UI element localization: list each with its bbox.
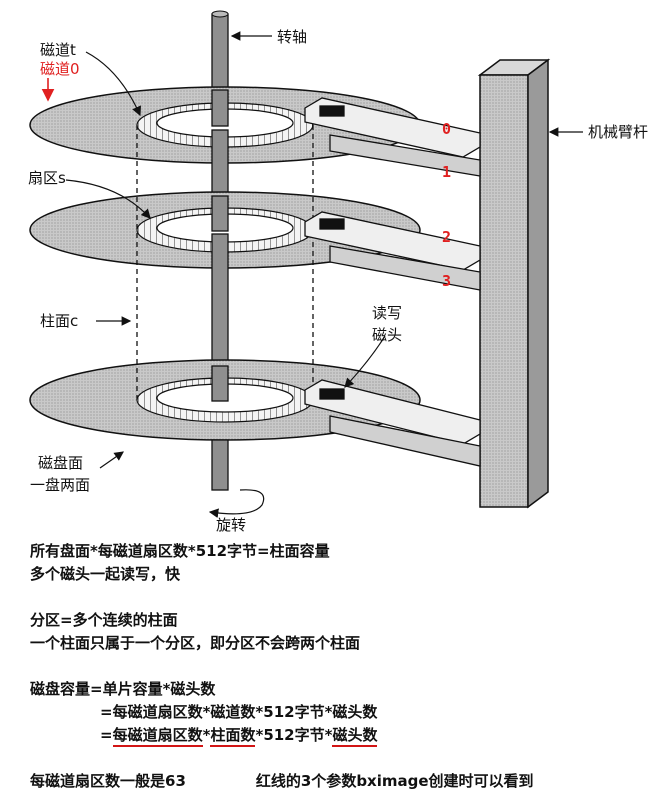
head-number-2: 2 — [442, 228, 451, 246]
head-number-1: 1 — [442, 163, 451, 181]
track-0-label: 磁道0 — [40, 60, 80, 78]
head-number-0: 0 — [442, 120, 451, 138]
note-line-2: 多个磁头一起读写，快 — [30, 565, 181, 583]
rw-head-label-line2: 磁头 — [372, 326, 402, 344]
arm-label: 机械臂杆 — [588, 123, 648, 141]
note-line-6: =每磁道扇区数*磁道数*512字节*磁头数 — [100, 703, 378, 721]
note-line-1: 所有盘面*每磁道扇区数*512字节=柱面容量 — [30, 542, 330, 560]
platter-label-line1: 磁盘面 — [38, 454, 83, 472]
track-t-label: 磁道t — [40, 41, 76, 59]
notes-block: 所有盘面*每磁道扇区数*512字节=柱面容量 多个磁头一起读写，快 分区=多个连… — [30, 540, 655, 793]
note-line-3: 分区=多个连续的柱面 — [30, 611, 178, 629]
underlined-sectors-per-track: 每磁道扇区数 — [112, 726, 203, 747]
platter-2 — [29, 191, 421, 269]
underlined-cylinders: 柱面数 — [210, 726, 256, 747]
arm-post — [477, 58, 551, 509]
note-line-7-op1: * — [202, 726, 211, 744]
spindle-bottom — [211, 439, 229, 491]
platter-label-line2: 一盘两面 — [30, 476, 90, 494]
rotate-label: 旋转 — [216, 516, 246, 534]
note-line-8-left: 每磁道扇区数一般是63 — [30, 772, 186, 790]
spindle-label: 转轴 — [277, 28, 307, 46]
head-arms — [304, 97, 481, 467]
note-line-8-right: 红线的3个参数bximage创建时可以看到 — [255, 772, 534, 790]
underlined-heads: 磁头数 — [332, 726, 378, 747]
hard-disk-diagram: 0 1 2 3 转轴 磁道t 磁道0 扇区s 柱面c 读写 磁头 磁盘面 一盘两… — [28, 10, 648, 534]
head-number-labels: 0 1 2 3 — [442, 120, 451, 290]
note-line-7: =每磁道扇区数*柱面数*512字节*磁头数 — [30, 724, 655, 747]
note-line-7-op2: *512字节* — [255, 726, 333, 744]
note-line-8: 每磁道扇区数一般是63 红线的3个参数bximage创建时可以看到 — [30, 770, 655, 793]
note-line-7-eq: = — [100, 726, 113, 744]
note-line-4: 一个柱面只属于一个分区，即分区不会跨两个柱面 — [30, 634, 361, 652]
rw-head-label-line1: 读写 — [372, 304, 402, 322]
note-line-5: 磁盘容量=单片容量*磁头数 — [30, 680, 216, 698]
head-number-3: 3 — [442, 272, 451, 290]
leader-lines — [65, 31, 583, 518]
cylinder-label: 柱面c — [40, 312, 78, 330]
sector-label: 扇区s — [28, 169, 66, 187]
cylinder-outline — [136, 125, 314, 400]
